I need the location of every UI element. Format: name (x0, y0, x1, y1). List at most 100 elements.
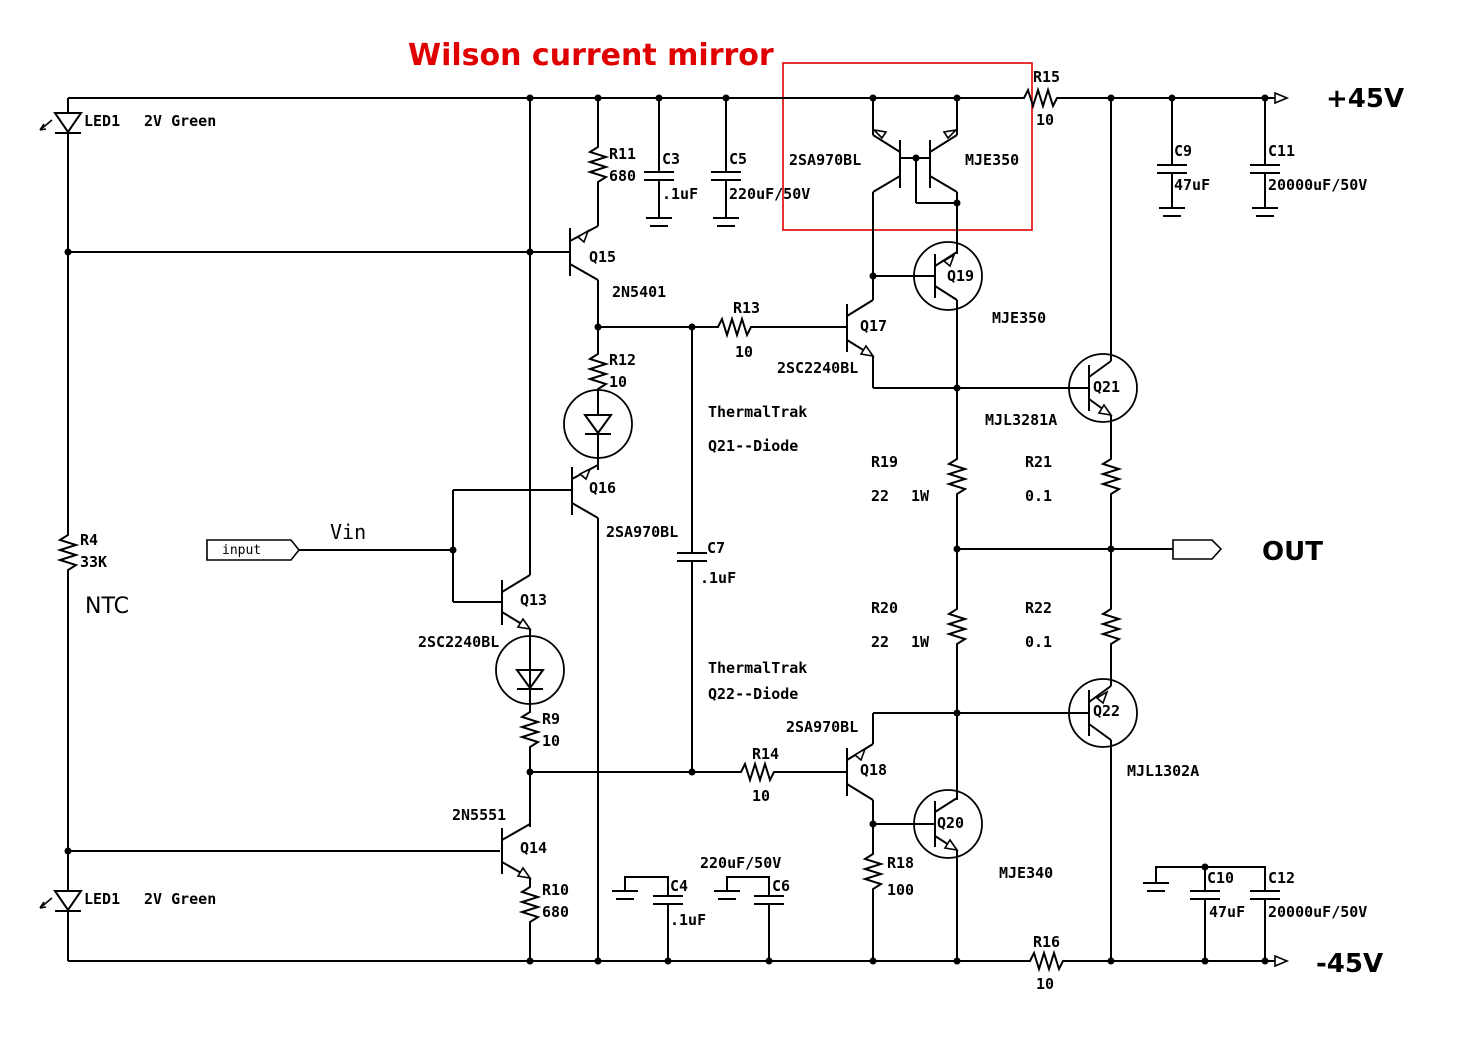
led1-bottom-value: 2V Green (144, 890, 216, 908)
q21-transistor (1068, 98, 1138, 455)
r21-value: 0.1 (1025, 487, 1052, 505)
r14-resistor (737, 760, 846, 784)
r9-ref: R9 (542, 710, 560, 728)
r13-resistor (712, 315, 846, 339)
q18-transistor (846, 713, 885, 961)
c7-capacitor (677, 327, 707, 772)
q16-transistor (571, 464, 599, 961)
vin-label: Vin (330, 520, 366, 544)
c5-ref: C5 (729, 150, 747, 168)
r11-value: 680 (609, 167, 636, 185)
q15-ref: Q15 (589, 248, 616, 266)
q20-ref: Q20 (937, 814, 964, 832)
r22-ref: R22 (1025, 599, 1052, 617)
c6-value: 220uF/50V (700, 854, 781, 872)
r4-value: 33K (80, 553, 107, 571)
r10-value: 680 (542, 903, 569, 921)
c6-capacitor (714, 876, 784, 961)
r19-ref: R19 (871, 453, 898, 471)
q13-transistor (501, 574, 532, 631)
output-resistor-network (945, 455, 1173, 800)
diagram-title: Wilson current mirror (408, 38, 774, 73)
positive-rail (68, 91, 1290, 105)
led1-bottom-ref: LED1 (84, 890, 120, 908)
r20-rating: 1W (911, 633, 930, 651)
c10-ref: C10 (1207, 869, 1234, 887)
r15-ref: R15 (1033, 68, 1060, 86)
r20-value: 22 (871, 633, 889, 651)
c11-ref: C11 (1268, 142, 1295, 160)
led1-top-ref: LED1 (84, 112, 120, 130)
c11-value: 20000uF/50V (1268, 176, 1367, 194)
c4-capacitor (612, 876, 683, 961)
input-wiring (299, 489, 572, 603)
c10-value: 47uF (1209, 903, 1245, 921)
q13-ref: Q13 (520, 591, 547, 609)
c9-ref: C9 (1174, 142, 1192, 160)
c4-value: .1uF (670, 911, 706, 929)
q20-part: MJE340 (999, 864, 1053, 882)
q13-part: 2SC2240BL (418, 633, 499, 651)
q15-part: 2N5401 (612, 283, 666, 301)
q19-part: MJE350 (992, 309, 1046, 327)
q22-part: MJL1302A (1127, 762, 1199, 780)
q13-column-wires (518, 98, 737, 827)
led-bias-string (39, 98, 570, 961)
q17-transistor (846, 299, 1071, 389)
q18-ref: Q18 (860, 761, 887, 779)
input-port-label: input (222, 543, 261, 558)
thermaltrak-note-2: ThermalTrak (708, 659, 807, 677)
mirror-right-part: MJE350 (965, 151, 1019, 169)
mirror-left-part: 2SA970BL (789, 151, 861, 169)
r14-value: 10 (752, 787, 770, 805)
q19-transistor (873, 241, 983, 455)
r20-ref: R20 (871, 599, 898, 617)
thermaltrak-note-1: ThermalTrak (708, 403, 807, 421)
q17-part: 2SC2240BL (777, 359, 858, 377)
c9-capacitor (1157, 98, 1187, 217)
r16-ref: R16 (1033, 933, 1060, 951)
r13-ref: R13 (733, 299, 760, 317)
zener-diode-upper (563, 389, 633, 459)
c4-ref: C4 (670, 877, 688, 895)
c7-ref: C7 (707, 539, 725, 557)
r21-ref: R21 (1025, 453, 1052, 471)
r16-value: 10 (1036, 975, 1054, 993)
ntc-note: NTC (85, 594, 129, 619)
q21-part: MJL3281A (985, 411, 1057, 429)
q14-transistor (501, 823, 542, 961)
r19-rating: 1W (911, 487, 930, 505)
r11-ref: R11 (609, 145, 636, 163)
c10-c12-capacitors (1143, 866, 1280, 961)
negative-rail-label: -45V (1316, 949, 1383, 979)
q22-transistor (873, 678, 1138, 961)
q18-part: 2SA970BL (786, 718, 858, 736)
c9-value: 47uF (1174, 176, 1210, 194)
thermaltrak-diode-note-2: Q22--Diode (708, 685, 798, 703)
r16-resistor (1026, 949, 1064, 973)
c3-capacitor (644, 98, 674, 227)
r4-ref: R4 (80, 531, 98, 549)
led1-top-value: 2V Green (144, 112, 216, 130)
r15-value: 10 (1036, 111, 1054, 129)
c12-value: 20000uF/50V (1268, 903, 1367, 921)
r10-ref: R10 (542, 881, 569, 899)
c5-value: 220uF/50V (729, 185, 810, 203)
r22-value: 0.1 (1025, 633, 1052, 651)
c6-ref: C6 (772, 877, 790, 895)
c3-ref: C3 (662, 150, 680, 168)
c7-value: .1uF (700, 569, 736, 587)
q14-part: 2N5551 (452, 806, 506, 824)
input-port[interactable] (206, 539, 301, 561)
q14-ref: Q14 (520, 839, 547, 857)
output-port[interactable] (1172, 539, 1223, 560)
c3-value: .1uF (662, 185, 698, 203)
q16-part: 2SA970BL (606, 523, 678, 541)
r12-ref: R12 (609, 351, 636, 369)
r14-ref: R14 (752, 745, 779, 763)
r18-value: 100 (887, 881, 914, 899)
q16-ref: Q16 (589, 479, 616, 497)
output-label: OUT (1262, 537, 1323, 567)
wilson-mirror-highlight-box (782, 62, 1033, 231)
